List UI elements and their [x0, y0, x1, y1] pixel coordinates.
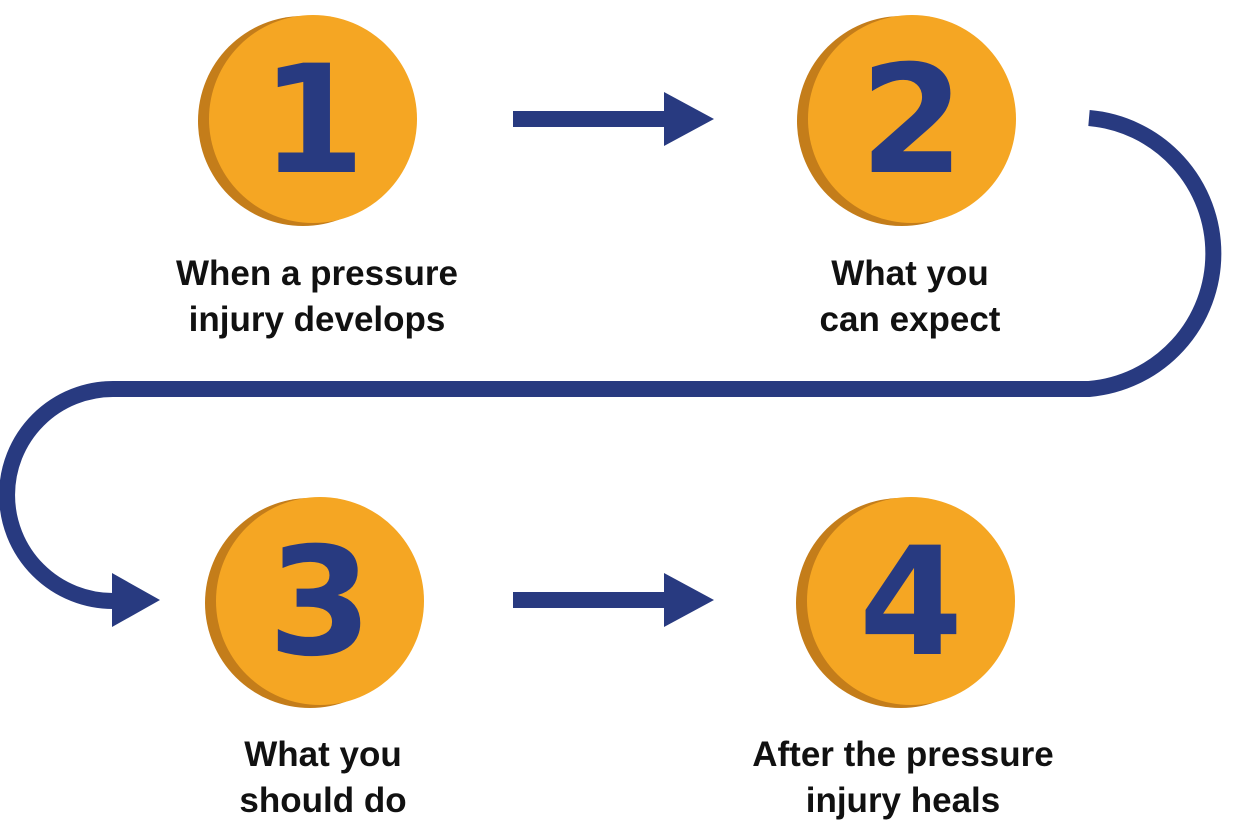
- step-2-badge: 2: [797, 15, 1016, 226]
- step-2-circle: [808, 15, 1016, 223]
- step-2-label-line-2: can expect: [819, 300, 1001, 339]
- step-4-number: 4: [859, 516, 963, 690]
- step-2-label-line-1: What you: [831, 254, 989, 293]
- step-2-label: What you can expect: [710, 251, 1110, 343]
- arrow-1-to-2-head: [664, 92, 714, 146]
- loop-connector-2-to-3: [0, 110, 1222, 609]
- step-1-label-line-1: When a pressure: [175, 254, 459, 293]
- step-4-label-line-2: injury heals: [805, 781, 1001, 820]
- step-3-circle: [216, 497, 424, 705]
- arrow-3-to-4-head: [664, 573, 714, 627]
- step-4-label: After the pressure injury heals: [703, 732, 1103, 824]
- step-1-circle: [209, 15, 417, 223]
- step-3-number: 3: [268, 516, 372, 690]
- step-3-label: What you should do: [123, 732, 523, 824]
- step-1-number: 1: [261, 34, 365, 208]
- step-3-label-line-1: What you: [244, 735, 402, 774]
- step-1-badge: 1: [198, 15, 417, 226]
- step-3-label-line-2: should do: [239, 781, 407, 820]
- step-2-number: 2: [860, 34, 964, 208]
- step-3-badge: 3: [205, 497, 424, 708]
- connectors: [0, 110, 1222, 609]
- arrowheads: [112, 92, 714, 627]
- step-1-label-line-2: injury develops: [188, 300, 446, 339]
- step-4-badge: 4: [796, 497, 1015, 708]
- step-4-circle: [807, 497, 1015, 705]
- step-1-label: When a pressure injury develops: [117, 251, 517, 343]
- step-4-label-line-1: After the pressure: [752, 735, 1054, 774]
- arrow-loop-to-3-head: [112, 573, 160, 627]
